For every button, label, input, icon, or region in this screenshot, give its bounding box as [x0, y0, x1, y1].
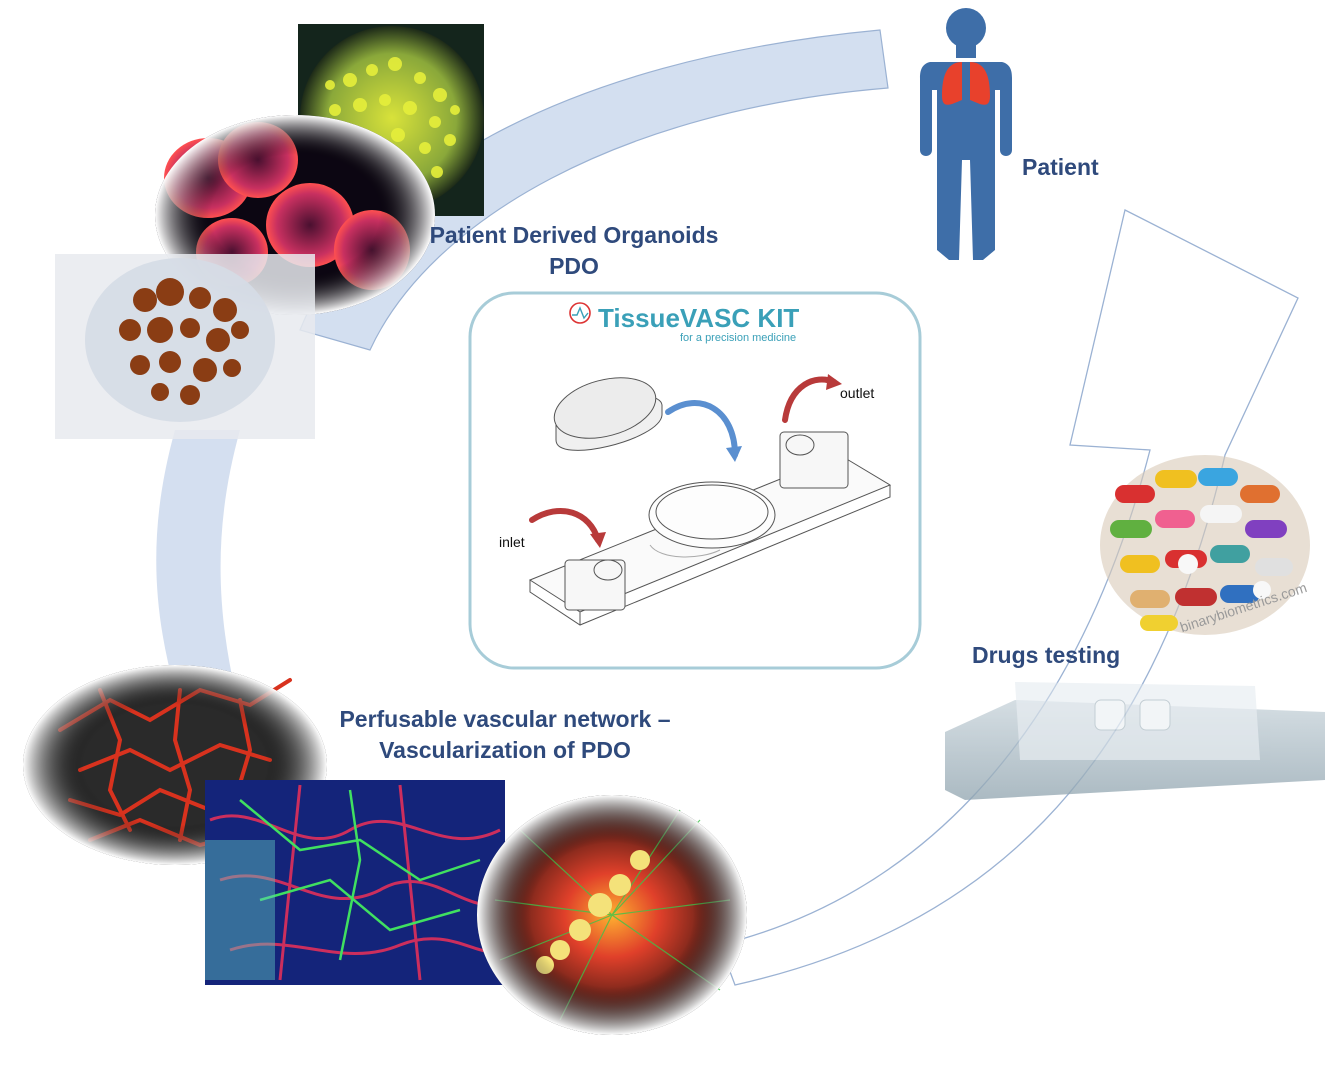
organoid-ihc-image: [55, 254, 315, 439]
patient-label: Patient: [1022, 154, 1099, 180]
drugs-testing-label: Drugs testing: [972, 642, 1121, 668]
vascular-label-line1: Perfusable vascular network –: [339, 706, 671, 732]
cycle-arrow-bottom: [719, 209, 1299, 986]
kit-title: TissueVASC KIT: [598, 303, 800, 333]
lungs-icon: [942, 62, 990, 105]
cap-arrow: [665, 400, 738, 458]
patient-body-icon: [920, 8, 1012, 260]
inlet-arrow: [529, 508, 601, 543]
inlet-label: inlet: [499, 534, 525, 550]
vascular-spheroid-image: [477, 795, 747, 1035]
chamber-outline: [648, 481, 776, 549]
cycle-arrow-left: [156, 430, 240, 690]
vascular-label-line2: Vascularization of PDO: [379, 737, 631, 763]
pdo-label-line2: PDO: [549, 253, 599, 279]
pdo-label: Patient Derived Organoids PDO: [424, 220, 724, 282]
device-drawing: [528, 377, 892, 626]
pdo-label-line1: Patient Derived Organoids: [429, 222, 719, 248]
kit-subtitle: for a precision medicine: [680, 332, 797, 344]
vascular-fluorescence-image: [205, 780, 505, 985]
pills-image: [1100, 455, 1310, 635]
kit-logo-icon: [569, 302, 591, 324]
chip-image: [945, 682, 1325, 800]
outlet-label: outlet: [840, 385, 875, 401]
vascular-label: Perfusable vascular network – Vasculariz…: [330, 704, 680, 766]
